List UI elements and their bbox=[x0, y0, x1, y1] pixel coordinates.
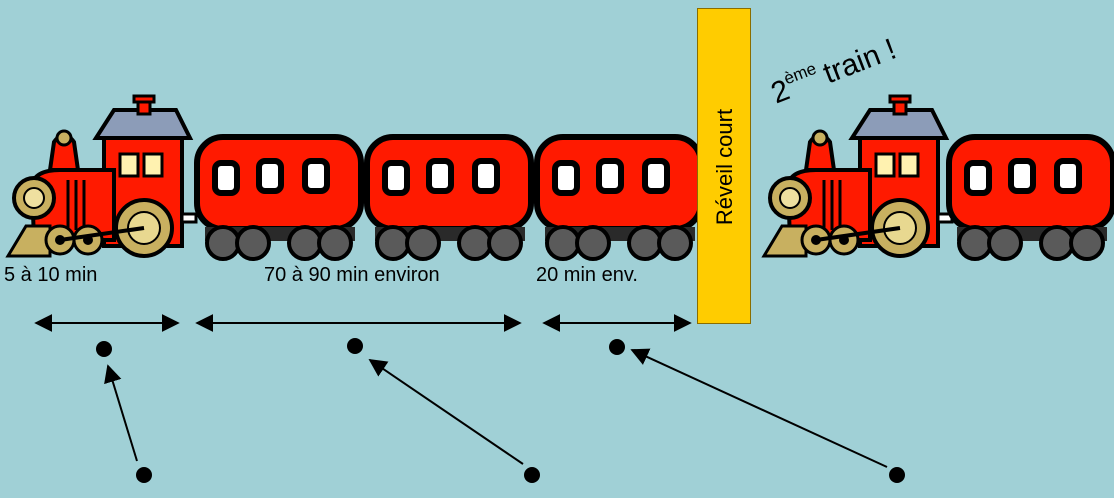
dot-icon bbox=[889, 467, 905, 483]
phase-3-duration-label: 20 min env. bbox=[536, 264, 638, 286]
pointer-arrow-2 bbox=[368, 358, 524, 465]
train-carriage-icon bbox=[949, 137, 1113, 259]
dot-icon bbox=[96, 341, 112, 357]
dot-icon bbox=[347, 338, 363, 354]
dot-icon bbox=[136, 467, 152, 483]
dot-icon bbox=[609, 339, 625, 355]
short-wake-label: Réveil court bbox=[712, 108, 737, 226]
train-carriage-icon bbox=[537, 137, 701, 259]
train-engine-icon bbox=[762, 94, 954, 258]
pointer-arrow-1 bbox=[104, 364, 138, 462]
pointer-arrow-3 bbox=[630, 348, 888, 468]
train-carriage-icon bbox=[197, 137, 361, 259]
short-wake-banner: Réveil court bbox=[697, 8, 751, 324]
train-carriage-icon bbox=[367, 137, 531, 259]
phase-2-duration-label: 70 à 90 min environ bbox=[264, 264, 440, 286]
phase-1-duration-label: 5 à 10 min bbox=[4, 264, 98, 286]
train-engine-icon bbox=[6, 94, 198, 258]
dot-icon bbox=[524, 467, 540, 483]
